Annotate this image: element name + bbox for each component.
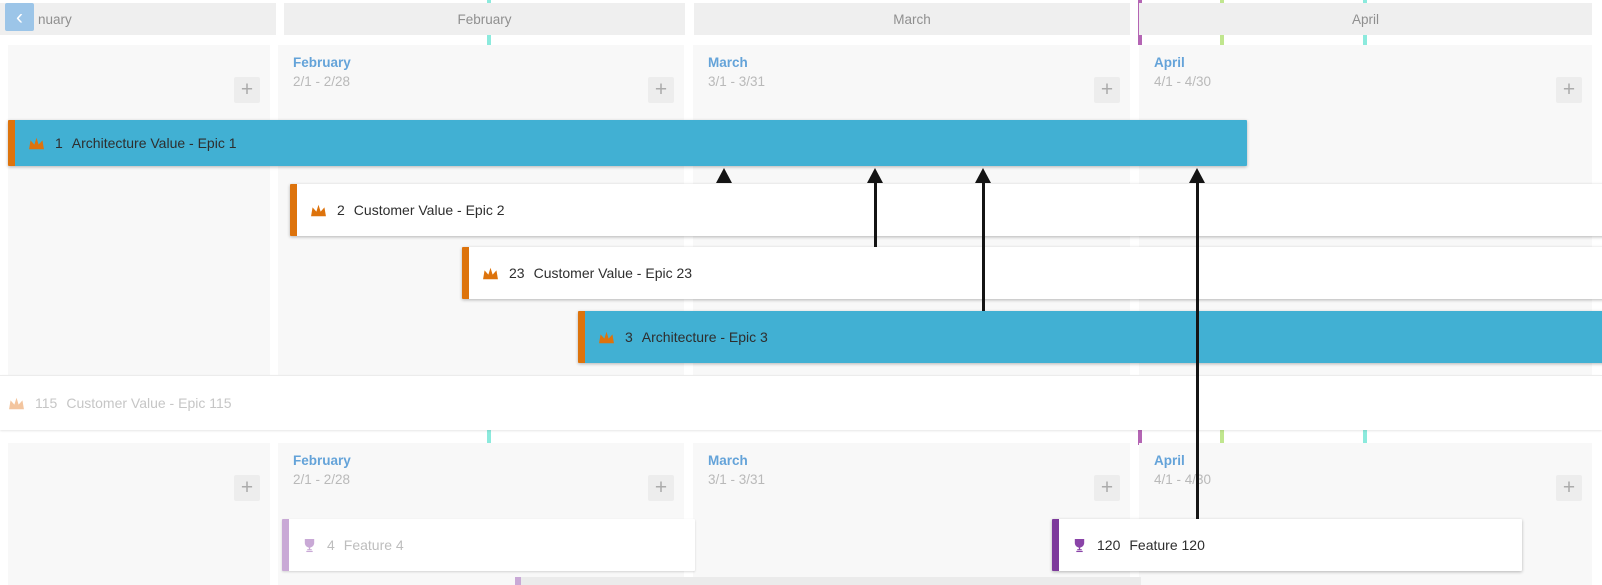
lane1-column-january: + <box>8 45 270 375</box>
epic-card-3[interactable]: 3 Architecture - Epic 3 <box>578 311 1602 363</box>
epic-card-23[interactable]: 23 Customer Value - Epic 23 <box>462 247 1602 299</box>
monthbar-april: April <box>1139 3 1592 35</box>
dependency-arrow <box>716 168 732 184</box>
clipped-feature-card[interactable] <box>515 577 1141 585</box>
monthbar-february: February <box>284 3 685 35</box>
milestone-tick-purple <box>1138 428 1142 445</box>
arrowhead-up-icon <box>716 168 732 183</box>
add-item-button[interactable]: + <box>1094 475 1120 501</box>
milestone-tick-teal <box>487 428 491 445</box>
column-month-label: March <box>708 55 748 70</box>
trophy-icon <box>1072 538 1087 553</box>
add-item-button[interactable]: + <box>234 475 260 501</box>
feature-card-120[interactable]: 120 Feature 120 <box>1052 519 1522 571</box>
work-item-id: 120 <box>1097 537 1121 553</box>
work-item-title: Customer Value - Epic 115 <box>66 395 232 411</box>
work-item-id: 23 <box>509 265 525 281</box>
column-month-label: February <box>293 55 351 70</box>
crown-icon <box>8 397 25 410</box>
milestone-tick-teal <box>1363 428 1367 445</box>
work-item-id: 115 <box>35 395 58 411</box>
column-month-label: March <box>708 453 748 468</box>
arrowhead-up-icon <box>867 168 883 183</box>
crown-icon <box>28 137 45 150</box>
work-item-id: 2 <box>337 202 345 218</box>
add-item-button[interactable]: + <box>1094 77 1120 103</box>
column-date-range: 4/1 - 4/30 <box>1154 74 1212 89</box>
column-date-range: 3/1 - 3/31 <box>708 74 766 89</box>
trophy-icon <box>302 538 317 553</box>
feature-card-4[interactable]: 4 Feature 4 <box>282 519 695 571</box>
lane2-column-january: + <box>8 443 270 585</box>
crown-icon <box>482 267 499 280</box>
chevron-left-icon: ‹ <box>16 5 23 29</box>
monthbar-january: nuary <box>0 3 276 35</box>
add-item-button[interactable]: + <box>648 77 674 103</box>
dependency-arrow <box>1189 168 1205 519</box>
add-item-button[interactable]: + <box>1556 475 1582 501</box>
arrowhead-up-icon <box>1189 168 1205 183</box>
column-date-range: 2/1 - 2/28 <box>293 74 351 89</box>
milestone-tick-green <box>1220 428 1224 445</box>
scroll-left-button[interactable]: ‹ <box>5 3 34 31</box>
crown-icon <box>598 331 615 344</box>
arrowhead-up-icon <box>975 168 991 183</box>
epic-card-115-faded[interactable]: 115 Customer Value - Epic 115 <box>0 375 1602 430</box>
add-item-button[interactable]: + <box>234 77 260 103</box>
monthbar-march: March <box>694 3 1130 35</box>
column-month-label: April <box>1154 55 1185 70</box>
work-item-title: Customer Value - Epic 23 <box>533 265 693 281</box>
add-item-button[interactable]: + <box>648 475 674 501</box>
work-item-title: Architecture - Epic 3 <box>641 329 768 345</box>
column-date-range: 3/1 - 3/31 <box>708 472 766 487</box>
work-item-title: Architecture Value - Epic 1 <box>71 135 237 151</box>
epic-card-2[interactable]: 2 Customer Value - Epic 2 <box>290 184 1602 236</box>
work-item-title: Feature 120 <box>1129 537 1205 553</box>
work-item-id: 1 <box>55 135 63 151</box>
work-item-id: 3 <box>625 329 633 345</box>
dependency-arrow <box>867 168 883 247</box>
column-month-label: April <box>1154 453 1185 468</box>
crown-icon <box>310 204 327 217</box>
add-item-button[interactable]: + <box>1556 77 1582 103</box>
work-item-id: 4 <box>327 537 335 553</box>
column-month-label: February <box>293 453 351 468</box>
work-item-title: Customer Value - Epic 2 <box>353 202 505 218</box>
column-date-range: 2/1 - 2/28 <box>293 472 351 487</box>
dependency-arrow <box>975 168 991 311</box>
work-item-title: Feature 4 <box>343 537 404 553</box>
epic-card-1[interactable]: 1 Architecture Value - Epic 1 <box>8 120 1247 166</box>
